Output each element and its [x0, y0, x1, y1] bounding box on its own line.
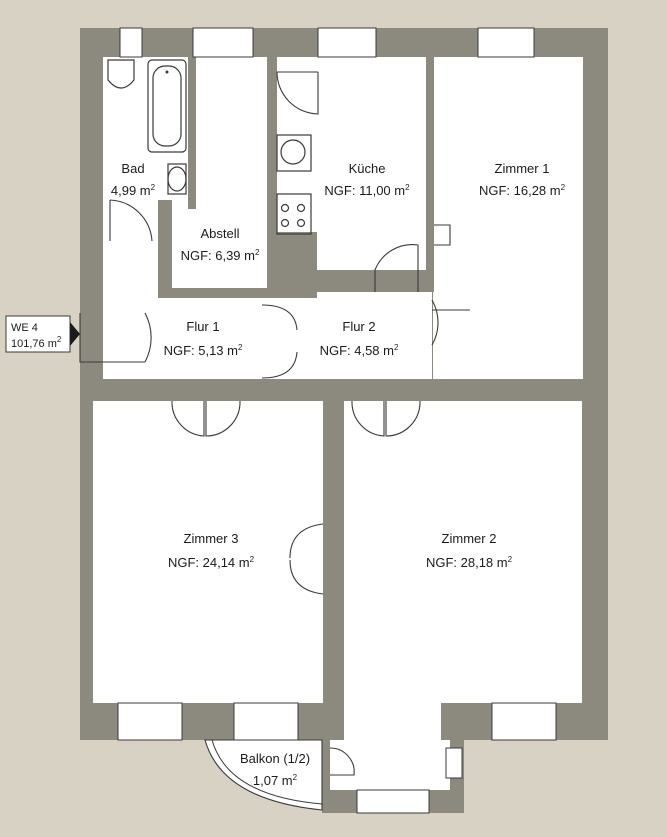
floor-zimmer3 [93, 401, 323, 703]
room-area-bad: 4,99 m2 [111, 183, 156, 198]
window [445, 747, 463, 779]
door-zimmer1 [434, 224, 451, 246]
doors [79, 71, 470, 776]
room-area-flur2: NGF: 4,58 m2 [320, 343, 399, 358]
kitchen-sink [276, 134, 312, 172]
door-zimmer3 [171, 400, 241, 437]
unit-tag-name: WE 4 [11, 322, 38, 334]
room-name-zimmer3: Zimmer 3 [184, 531, 239, 546]
window [119, 27, 143, 58]
unit-tag: WE 4 101,76 m2 [5, 315, 80, 353]
room-name-bad: Bad [121, 161, 144, 176]
room-area-abstell: NGF: 6,39 m2 [181, 248, 260, 263]
window [317, 27, 377, 58]
door-bad [109, 199, 153, 242]
door-flur2-right [431, 299, 470, 346]
door-entry [79, 312, 152, 363]
room-area-flur1: NGF: 5,13 m2 [164, 343, 243, 358]
door-abstell-upper [276, 71, 319, 115]
window [356, 789, 430, 814]
floor-balkon-link [330, 740, 450, 790]
window [192, 27, 254, 58]
room-name-zimmer2: Zimmer 2 [442, 531, 497, 546]
room-area-zimmer1: NGF: 16,28 m2 [479, 183, 566, 198]
window [117, 702, 183, 741]
window [491, 702, 557, 741]
room-name-balkon: Balkon (1/2) [240, 751, 310, 766]
floor-abstell-upper [195, 57, 267, 209]
room-labels: Bad 4,99 m2 Abstell NGF: 6,39 m2 Küche N… [111, 161, 566, 788]
room-area-kueche: NGF: 11,00 m2 [324, 183, 410, 198]
floor-kueche-niche [277, 57, 427, 232]
door-zimmer2 [351, 400, 421, 437]
room-area-balkon: 1,07 m2 [253, 773, 298, 788]
door-zimmer-connect [289, 523, 324, 595]
room-name-zimmer1: Zimmer 1 [495, 161, 550, 176]
balcony [204, 739, 323, 811]
room-floors [93, 57, 583, 790]
floor-zimmer2 [344, 401, 582, 703]
washbasin [107, 59, 135, 89]
stove [276, 193, 312, 235]
door-balkon [329, 747, 355, 776]
room-area-zimmer3: NGF: 24,14 m2 [168, 555, 255, 570]
door-kueche [374, 244, 419, 292]
floor-zimmer1 [433, 57, 583, 379]
room-name-abstell: Abstell [200, 226, 239, 241]
window [233, 702, 299, 741]
room-area-zimmer2: NGF: 28,18 m2 [426, 555, 513, 570]
unit-tag-area: 101,76 m2 [11, 335, 62, 350]
room-name-flur2: Flur 2 [342, 319, 375, 334]
bathtub [147, 59, 187, 153]
sanitary-fixtures [107, 59, 312, 235]
window [477, 27, 535, 58]
door-flur-divider [261, 304, 298, 379]
room-name-kueche: Küche [349, 161, 386, 176]
room-name-flur1: Flur 1 [186, 319, 219, 334]
